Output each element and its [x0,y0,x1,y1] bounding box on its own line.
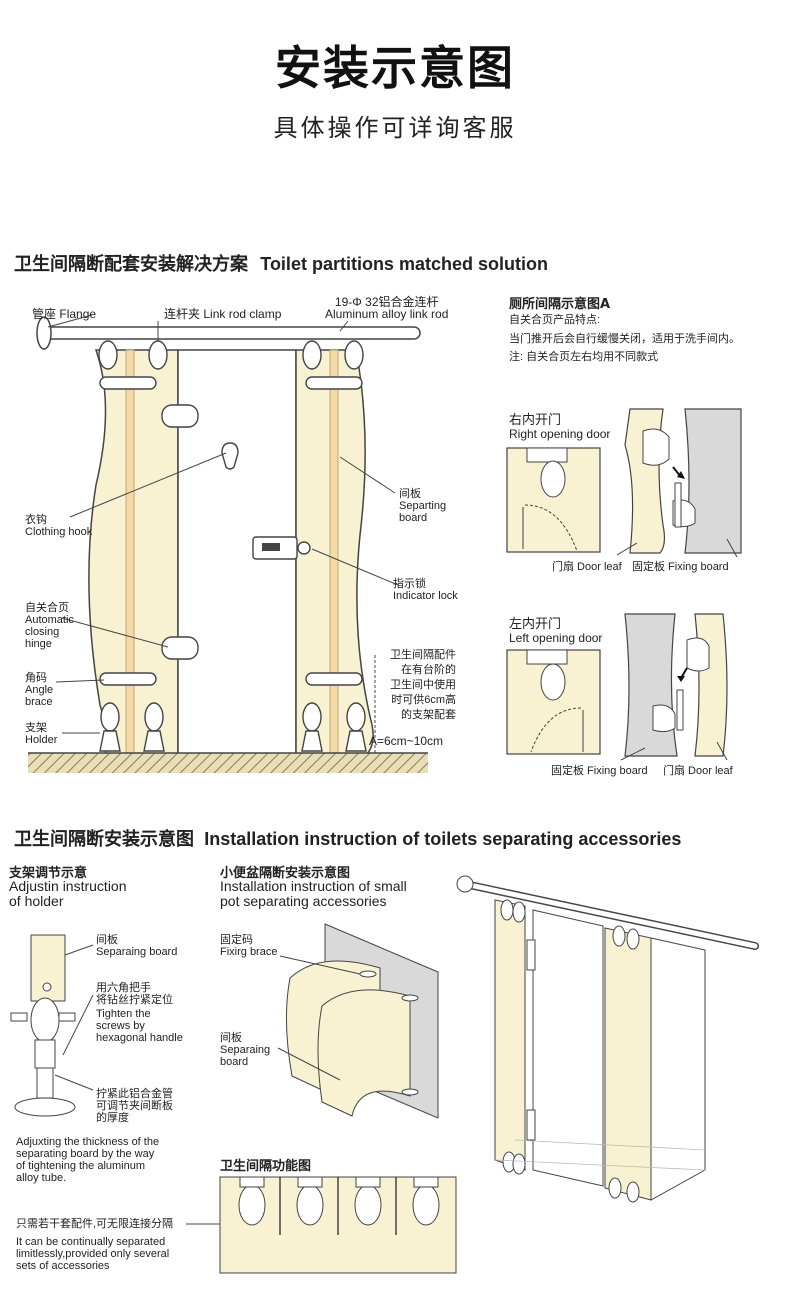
clamp-4 [344,340,364,370]
page-subtitle: 具体操作可详询客服 [273,114,517,142]
link-rod [39,326,421,340]
angle-brace-bottom-left [99,672,157,686]
flange-left [36,316,52,350]
section1-heading: 卫生间隔断配套安装解决方案 Toilet partitions matched … [14,250,548,276]
left-opening-diagram [506,613,728,761]
range-label: A=6cm~10cm [369,734,444,748]
step-note: 卫生间隔配件在有台阶的卫生间中使用时可供6cm高的支架配套 [390,649,456,721]
clamp-2 [148,340,168,370]
clothing-hook [221,442,239,470]
clamp-1 [98,340,118,370]
toilet-partition-diagram [28,314,428,773]
angle-brace-top-right [305,376,363,390]
right-opening-diagram [506,408,742,558]
angle-brace-bottom-right [305,672,363,686]
clamp-label: 连杆夹 Link rod clamp [164,307,282,321]
tube-label: 拧紧此铝合金管可调节夹间断板的厚度 [96,1088,173,1124]
section2-heading: 卫生间隔断安装示意图 Installation instruction of t… [14,825,681,851]
urinal-diagram [277,923,439,1119]
section1-heading-en: Toilet partitions matched solution [260,254,548,274]
function-cn: 只需若干套配件,可无限连接分隔 [16,1218,174,1230]
right-door-leaf-label: 门扇 Door leaf [552,561,622,573]
hinge-top [161,404,199,428]
urinal-title-cn: 小便盆隔断安装示意图 [220,866,351,881]
schematic-a-line1: 自关合页产品特点: [509,314,601,326]
section2-heading-cn: 卫生间隔断安装示意图 [14,829,194,850]
holder-diagram [10,934,94,1117]
left-panel-stripe [125,349,135,756]
function-diagram [219,1176,457,1274]
right-panel-stripe [329,349,339,756]
flange-label: 管座 Flange [32,307,97,321]
page-title: 安装示意图 [275,41,515,95]
section2-heading-en: Installation instruction of toilets sepa… [204,829,682,849]
stall-3d-diagram [456,875,759,1203]
hinge-bottom [161,636,199,660]
section1-heading-cn: 卫生间隔断配套安装解决方案 [14,254,248,275]
lock-knob [297,541,311,555]
schematic-a-title: 厕所间隔示意图A [509,297,611,312]
function-title: 卫生间隔功能图 [220,1159,312,1174]
clamp-3 [302,340,322,370]
schematic-a-line3: 注: 自关合页左右均用不同款式 [509,351,659,363]
schematic-a-line2: 当门推开后会自行缓慢关闭，适用于洗手间内。 [509,333,740,345]
angle-brace-top-left [99,376,157,390]
left-fixing-board-label: 固定板 Fixing board [551,765,648,777]
holder-title-cn: 支架调节示意 [9,866,88,881]
right-fixing-board-label: 固定板 Fixing board [632,561,729,573]
left-door-leaf-label: 门扇 Door leaf [663,765,733,777]
